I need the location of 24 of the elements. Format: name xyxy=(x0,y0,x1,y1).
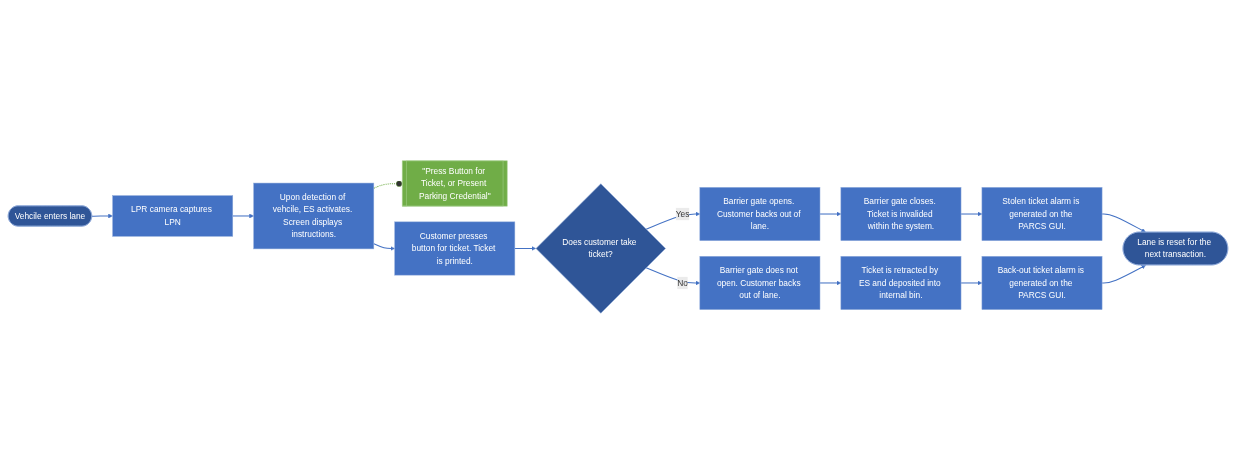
node-box: Barrier gate closes. Ticket is invalided within the system. xyxy=(840,187,962,241)
node-box: Customer presses button for ticket. Ticket is printed. xyxy=(394,221,516,276)
node-box: Back-out ticket alarm is generated on the PARCS GUI. xyxy=(981,256,1103,310)
arrow xyxy=(91,213,113,219)
arrow xyxy=(960,280,983,286)
node-box: LPR camera captures LPN xyxy=(112,195,234,237)
node-box: Upon detection of vehcile, ES activates. Screen displays instructions. xyxy=(253,182,375,250)
arrow xyxy=(645,267,701,286)
node-box: Stolen ticket alarm is generated on the PARCS GUI. xyxy=(981,187,1103,241)
arrow xyxy=(514,246,536,251)
arrow xyxy=(1101,213,1146,233)
arrow xyxy=(819,280,842,286)
node-box: Barrier gate does not open. Customer backs out of lane. xyxy=(699,256,821,310)
arrow xyxy=(373,243,395,251)
arrow xyxy=(232,213,254,219)
arrow xyxy=(960,211,983,217)
node-box: Barrier gate opens. Customer backs out of lane. xyxy=(699,187,821,241)
node-box: Ticket is retracted by ES and deposited into internal bin. xyxy=(840,256,962,310)
arrow xyxy=(1101,265,1146,284)
edge-label: Yes xyxy=(675,209,690,219)
node-diamond: Does customer take ticket? xyxy=(535,183,666,314)
connector xyxy=(373,180,404,189)
arrow xyxy=(819,211,842,217)
edge-label: No xyxy=(677,278,688,288)
